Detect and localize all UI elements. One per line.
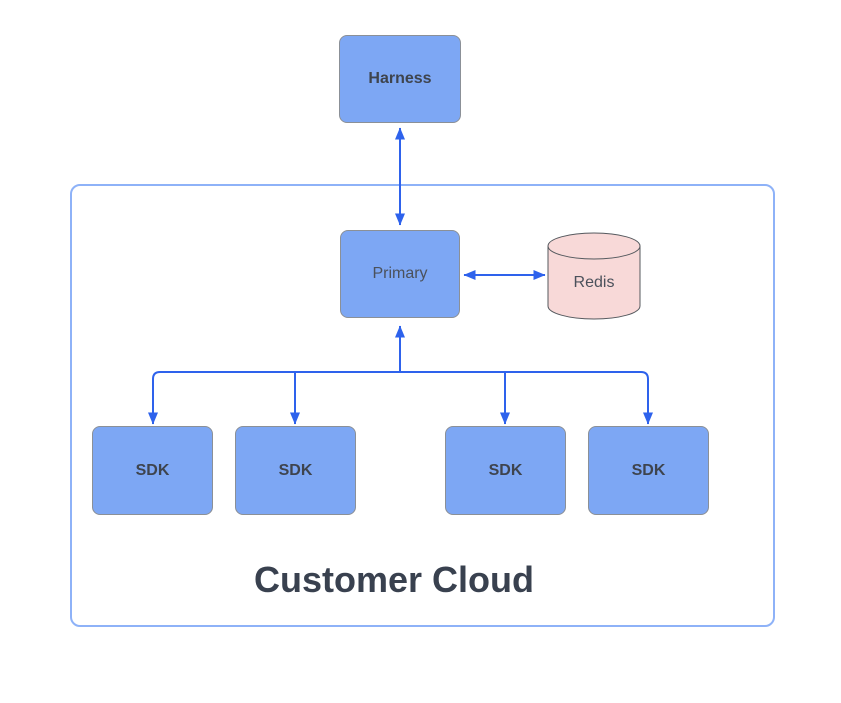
node-sdk-3[interactable]: SDK <box>445 426 566 515</box>
node-harness-label: Harness <box>368 70 432 87</box>
cylinder-body <box>547 246 641 320</box>
customer-cloud-label: Customer Cloud <box>253 559 535 600</box>
node-sdk-2[interactable]: SDK <box>235 426 356 515</box>
node-sdk-4[interactable]: SDK <box>588 426 709 515</box>
node-sdk-3-label: SDK <box>488 461 523 479</box>
node-redis-shape[interactable] <box>547 232 641 321</box>
cylinder-top <box>547 232 641 260</box>
node-primary[interactable]: Primary <box>340 230 460 318</box>
node-sdk-1[interactable]: SDK <box>92 426 213 515</box>
node-sdk-2-label: SDK <box>278 461 313 479</box>
node-harness[interactable]: Harness <box>339 35 461 123</box>
node-sdk-4-label: SDK <box>631 461 666 479</box>
node-sdk-1-label: SDK <box>135 461 170 479</box>
node-primary-label: Primary <box>372 265 428 282</box>
node-redis-label: Redis <box>573 274 615 291</box>
